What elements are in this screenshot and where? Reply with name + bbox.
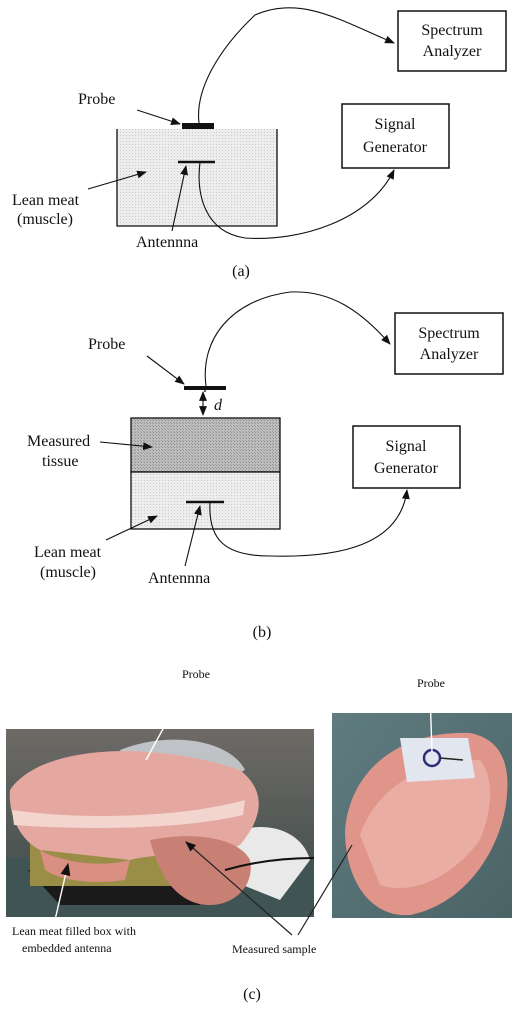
tissue-label-b-line1: Measured — [27, 433, 90, 450]
box-label-c-line2: embedded antenna — [22, 941, 112, 955]
tissue-label-b-line2: tissue — [42, 453, 78, 470]
probe-pointer-c-left — [145, 684, 188, 761]
caption-c: (c) — [243, 986, 261, 1003]
meat-label-b-line1: Lean meat — [34, 544, 102, 561]
distance-label-b: d — [214, 397, 223, 414]
probe-label-c-right: Probe — [417, 676, 445, 690]
antenna-label-b: Antennna — [148, 570, 210, 587]
spectrum-analyzer-line1: Spectrum — [421, 22, 483, 39]
sample-label-c: Measured sample — [232, 942, 316, 956]
meat-label-a-line1: Lean meat — [12, 192, 80, 209]
meat-label-a-line2: (muscle) — [17, 211, 73, 228]
spectrum-analyzer-b-line2: Analyzer — [420, 346, 479, 363]
probe-pointer-c-right — [429, 692, 433, 753]
signal-generator-b-line2: Generator — [374, 460, 439, 477]
meat-label-b-line2: (muscle) — [40, 564, 96, 581]
panel-c: Probe Probe Lean meat filled box with em… — [6, 667, 512, 1003]
container-outline-a — [116, 129, 278, 227]
panel-b: d Spectrum Analyzer Signal Generator Pro… — [27, 291, 504, 641]
tissue-pointer-b — [99, 441, 153, 451]
spectrum-analyzer-b-line1: Spectrum — [418, 325, 480, 342]
antenna-pointer-a — [171, 165, 188, 232]
antenna-label-a: Antennna — [136, 234, 198, 251]
probe-cable-b — [204, 291, 391, 387]
spectrum-analyzer-line2: Analyzer — [423, 43, 482, 60]
panel-a: Spectrum Analyzer Signal Generator Probe… — [12, 7, 507, 280]
antenna-cable-a — [198, 161, 395, 240]
box-pointer-c — [54, 862, 71, 921]
antenna-cable-b — [209, 489, 410, 557]
lean-meat-b — [130, 471, 281, 530]
probe-cable-a — [198, 7, 395, 124]
meat-pointer-b — [105, 515, 158, 541]
meat-container-a — [117, 129, 277, 226]
photo-right — [332, 713, 512, 918]
sample-pointer-c-1 — [185, 841, 293, 936]
signal-generator-line1: Signal — [375, 116, 416, 133]
probe-b — [184, 386, 226, 390]
probe-pointer-a — [136, 109, 181, 126]
signal-generator-b-line1: Signal — [386, 438, 427, 455]
signal-generator-box-b — [352, 425, 461, 489]
probe-label-b: Probe — [88, 336, 125, 353]
signal-generator-line2: Generator — [363, 139, 428, 156]
measured-tissue-b — [130, 417, 281, 473]
spectrum-analyzer-box-b — [394, 312, 504, 375]
caption-a: (a) — [232, 263, 250, 280]
caption-b: (b) — [253, 624, 272, 641]
antenna-pointer-b — [184, 505, 202, 567]
signal-generator-box-a — [341, 103, 450, 169]
probe-label-c-left: Probe — [182, 667, 210, 681]
sample-pointer-c-2 — [297, 844, 353, 936]
photo-left — [6, 729, 315, 917]
spectrum-analyzer-box-a — [397, 10, 507, 72]
probe-pointer-b — [146, 355, 185, 385]
box-label-c-line1: Lean meat filled box with — [12, 924, 136, 938]
meat-pointer-a — [87, 170, 147, 190]
probe-label-a: Probe — [78, 91, 115, 108]
probe-a — [182, 123, 214, 129]
